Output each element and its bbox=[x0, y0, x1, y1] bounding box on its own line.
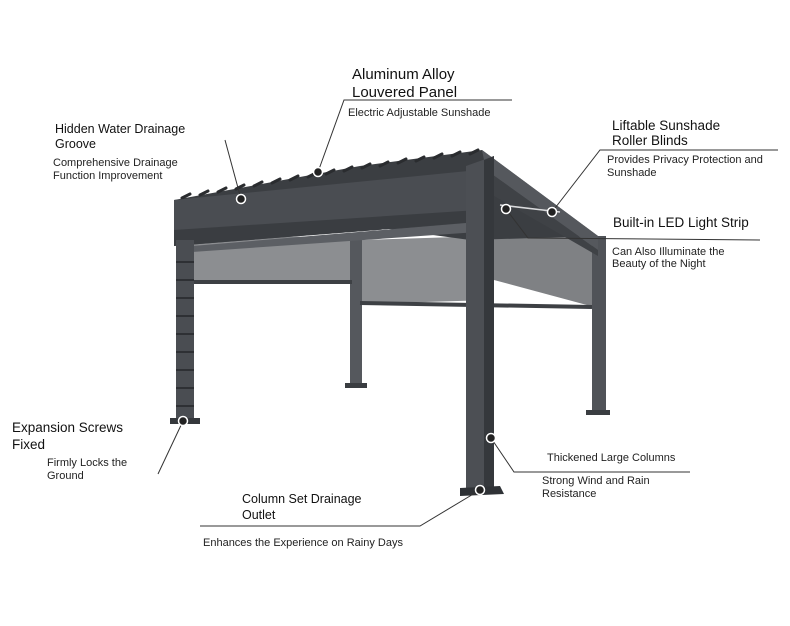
expansion-screws-title-1: Expansion Screws bbox=[12, 420, 124, 435]
callout-dots bbox=[177, 166, 558, 496]
rear-blind bbox=[360, 236, 490, 304]
led-strip-title: Built-in LED Light Strip bbox=[613, 215, 749, 230]
large-columns-desc-2: Resistance bbox=[542, 488, 597, 500]
dot-louvered-panel bbox=[312, 166, 324, 178]
expansion-screws-desc-1: Firmly Locks the bbox=[47, 457, 128, 469]
back-left-column bbox=[350, 236, 362, 386]
expansion-screws-desc-2: Ground bbox=[47, 470, 84, 482]
leader-louvered-panel bbox=[317, 99, 512, 173]
drainage-groove-desc-2: Function Improvement bbox=[53, 170, 163, 182]
louvered-panel-title-2: Louvered Panel bbox=[352, 84, 458, 101]
leader-roller-blinds bbox=[551, 149, 778, 213]
dot-column-drainage bbox=[474, 484, 486, 496]
dot-roller-blinds bbox=[546, 206, 558, 218]
roller-blinds-desc-2: Sunshade bbox=[607, 167, 657, 179]
leader-large-columns bbox=[490, 437, 690, 473]
column-stripes bbox=[176, 261, 194, 407]
side-fascia-inner bbox=[486, 170, 598, 256]
front-corner-column-shade bbox=[484, 156, 494, 491]
roller-blinds-title-1: Liftable Sunshade bbox=[612, 118, 721, 133]
front-fascia-shade bbox=[174, 210, 478, 246]
column-drainage-desc: Enhances the Experience on Rainy Days bbox=[203, 537, 403, 549]
leader-column-drainage bbox=[200, 489, 481, 527]
dot-expansion-screws bbox=[177, 415, 189, 427]
louvered-panel-desc: Electric Adjustable Sunshade bbox=[348, 107, 491, 119]
column-drainage-title-2: Outlet bbox=[242, 508, 276, 522]
leader-drainage-groove bbox=[224, 139, 242, 200]
drainage-groove-desc-1: Comprehensive Drainage bbox=[53, 157, 178, 169]
dot-led-strip bbox=[500, 203, 512, 215]
back-right-column bbox=[592, 236, 606, 414]
roller-blinds-title-2: Roller Blinds bbox=[612, 133, 688, 148]
drainage-groove-title-1: Hidden Water Drainage bbox=[55, 122, 186, 136]
roller-blinds-desc-1: Provides Privacy Protection and bbox=[607, 154, 763, 166]
dot-drainage-groove bbox=[235, 193, 247, 205]
drainage-groove-title-2: Groove bbox=[55, 137, 96, 151]
back-right-base bbox=[586, 410, 610, 415]
front-left-column bbox=[176, 240, 194, 422]
side-fascia bbox=[482, 150, 598, 250]
leader-led-strip bbox=[505, 208, 761, 241]
leader-lines bbox=[157, 99, 778, 527]
leader-expansion-screws bbox=[157, 420, 184, 475]
large-columns-title: Thickened Large Columns bbox=[547, 452, 676, 464]
column-drainage-title-1: Column Set Drainage bbox=[242, 492, 362, 506]
roof-underside bbox=[192, 222, 478, 252]
back-left-base bbox=[345, 383, 367, 388]
louver-ridges bbox=[180, 148, 480, 200]
led-strip-desc-1: Can Also Illuminate the bbox=[612, 246, 725, 258]
large-columns-desc-1: Strong Wind and Rain bbox=[542, 475, 650, 487]
dot-large-columns bbox=[485, 432, 497, 444]
expansion-screws-title-2: Fixed bbox=[12, 437, 46, 452]
louvered-panel-title-1: Aluminum Alloy bbox=[352, 66, 455, 83]
led-strip-desc-2: Beauty of the Night bbox=[612, 258, 706, 270]
